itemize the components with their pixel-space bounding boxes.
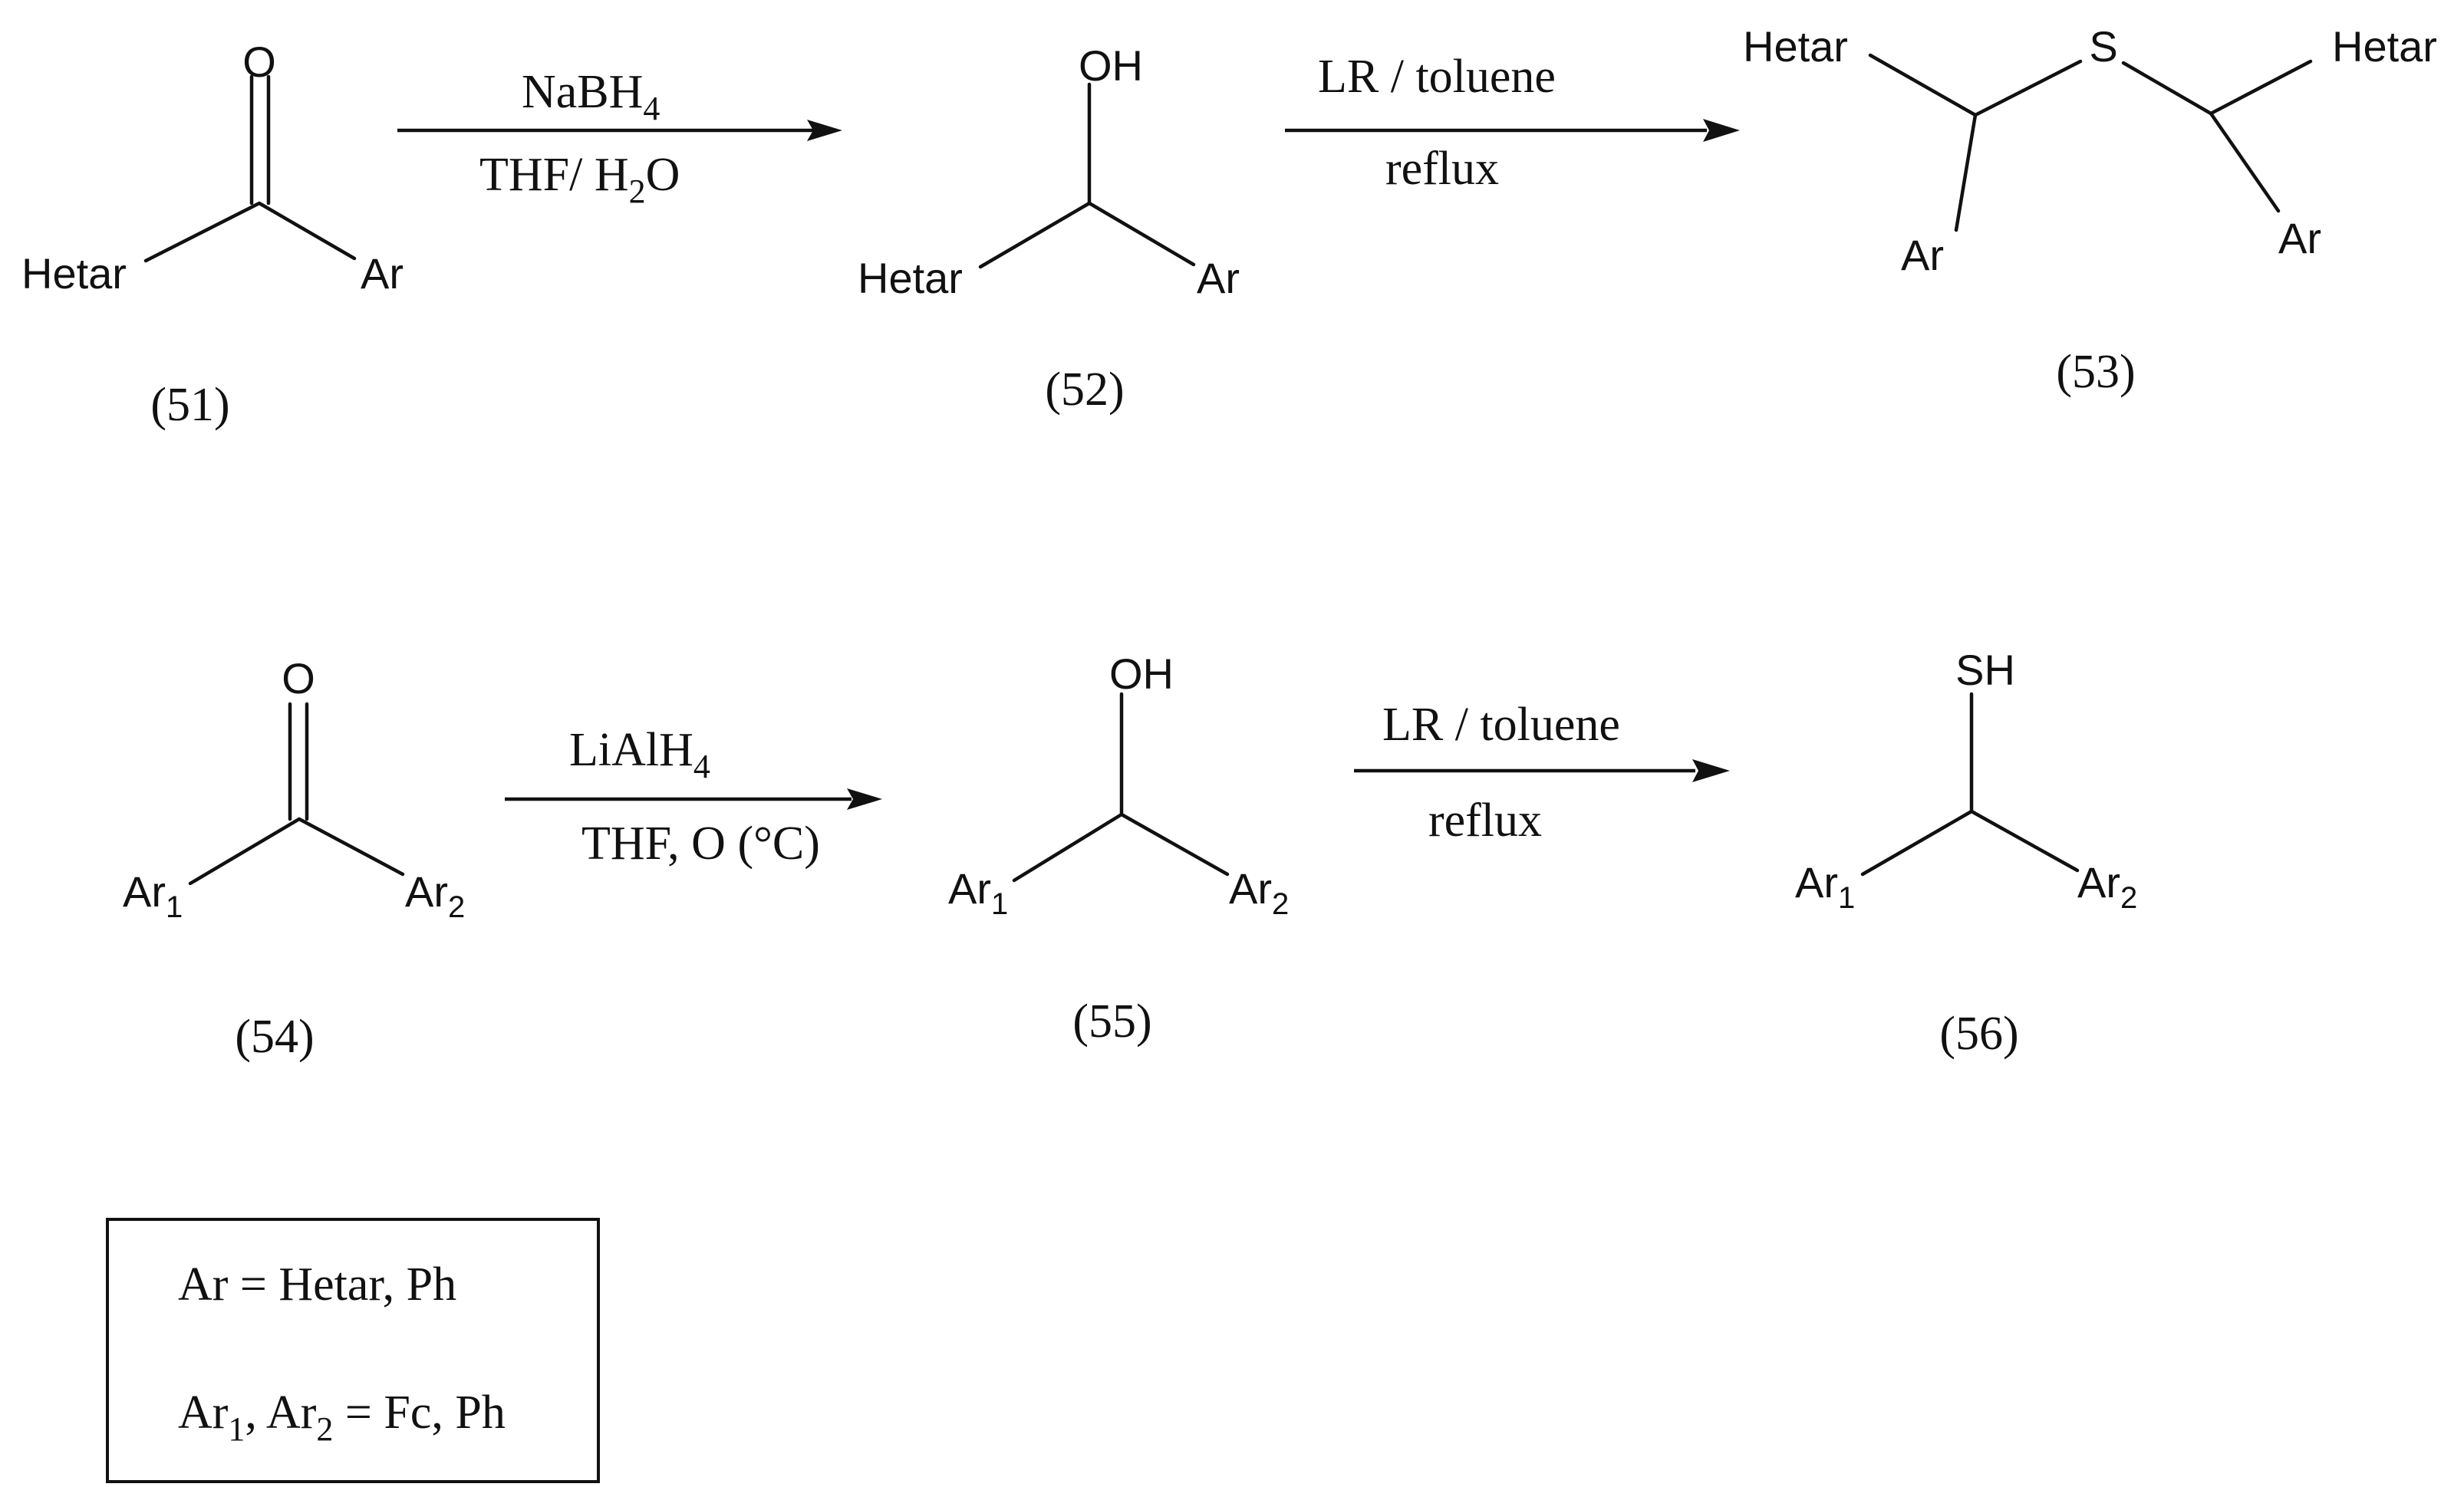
- compound-53: Hetar S Hetar Ar Ar (53): [1743, 22, 2437, 398]
- atom-sulfur: S: [2089, 22, 2117, 71]
- substituent-ar: Ar: [361, 249, 404, 298]
- compound-label: (53): [2056, 346, 2135, 398]
- conditions-below: reflux: [1385, 143, 1499, 195]
- bond-hetar-left: [1868, 53, 1978, 117]
- substituent-ar1: Ar1: [1795, 858, 1855, 915]
- reaction-arrow-2: LR / toluene reflux: [1285, 51, 1740, 195]
- bond-left: [1860, 809, 1974, 877]
- atom-oxygen: O: [242, 38, 276, 86]
- bond-right: [257, 201, 357, 261]
- reaction-arrow-3: LiAlH4 THF, O (°C): [505, 724, 882, 870]
- group-hydroxyl: OH: [1079, 41, 1143, 90]
- arrow-head: [807, 120, 842, 141]
- bond-hetar-right: [2209, 59, 2313, 116]
- group-thiol: SH: [1955, 646, 2015, 694]
- compound-56: SH Ar1 Ar2 (56): [1795, 646, 2137, 1060]
- substituent-ar2: Ar2: [405, 867, 465, 924]
- compound-label: (51): [150, 379, 229, 431]
- substituent-hetar-right: Hetar: [2332, 22, 2437, 71]
- bond-ar-left: [1954, 113, 1978, 232]
- reagent-above: LR / toluene: [1382, 699, 1620, 751]
- substituent-hetar: Hetar: [21, 249, 127, 298]
- substituent-ar-right: Ar: [2278, 214, 2321, 262]
- reaction-arrow-4: LR / toluene reflux: [1354, 699, 1730, 847]
- compound-55: OH Ar1 Ar2 (55): [948, 650, 1289, 1048]
- reaction-arrow-1: NaBH4 THF/ H2O: [397, 66, 842, 210]
- compound-52: OH Hetar Ar (52): [858, 41, 1240, 416]
- conditions-below: THF, O (°C): [581, 818, 820, 870]
- bond-s-left: [1973, 59, 2083, 117]
- compound-51: O Hetar Ar (51): [21, 38, 404, 431]
- arrow-head: [1692, 759, 1730, 782]
- bond-ar-right: [2209, 111, 2281, 213]
- reagent-above: NaBH4: [522, 66, 660, 127]
- bond-s-right: [2121, 61, 2213, 116]
- substituent-legend: Ar = Hetar, Ph Ar1, Ar2 = Fc, Ph: [106, 1218, 600, 1483]
- arrow-head: [847, 788, 882, 810]
- substituent-ar: Ar: [1197, 254, 1240, 302]
- substituent-hetar-left: Hetar: [1743, 22, 1848, 71]
- arrow-head: [1703, 119, 1740, 142]
- group-hydroxyl: OH: [1109, 650, 1174, 698]
- compound-label: (54): [235, 1011, 314, 1063]
- bond-left: [978, 201, 1092, 269]
- substituent-ar2: Ar2: [2077, 858, 2137, 915]
- conditions-below: THF/ H2O: [479, 149, 680, 210]
- compound-54: O Ar1 Ar2 (54): [123, 654, 465, 1063]
- reagent-above: LR / toluene: [1318, 51, 1556, 103]
- compound-label: (52): [1045, 364, 1124, 416]
- atom-oxygen: O: [282, 654, 315, 702]
- bond-left: [188, 817, 301, 886]
- substituent-hetar: Hetar: [858, 254, 963, 302]
- legend-line-ar1-ar2: Ar1, Ar2 = Fc, Ph: [178, 1387, 506, 1448]
- compound-label: (55): [1072, 995, 1151, 1048]
- legend-box: [106, 1218, 600, 1483]
- bond-left: [1012, 812, 1124, 883]
- bond-right: [1119, 812, 1230, 877]
- compound-label: (56): [1939, 1008, 2018, 1060]
- bond-left: [143, 201, 262, 263]
- bond-right: [1969, 809, 2080, 873]
- reagent-above: LiAlH4: [569, 724, 710, 785]
- bond-right: [297, 817, 405, 877]
- substituent-ar1: Ar1: [123, 867, 183, 924]
- substituent-ar-left: Ar: [1901, 231, 1944, 279]
- substituent-ar2: Ar2: [1229, 864, 1289, 921]
- conditions-below: reflux: [1428, 794, 1542, 847]
- substituent-ar1: Ar1: [948, 864, 1008, 921]
- bond-right: [1087, 201, 1196, 267]
- legend-line-ar: Ar = Hetar, Ph: [178, 1258, 456, 1311]
